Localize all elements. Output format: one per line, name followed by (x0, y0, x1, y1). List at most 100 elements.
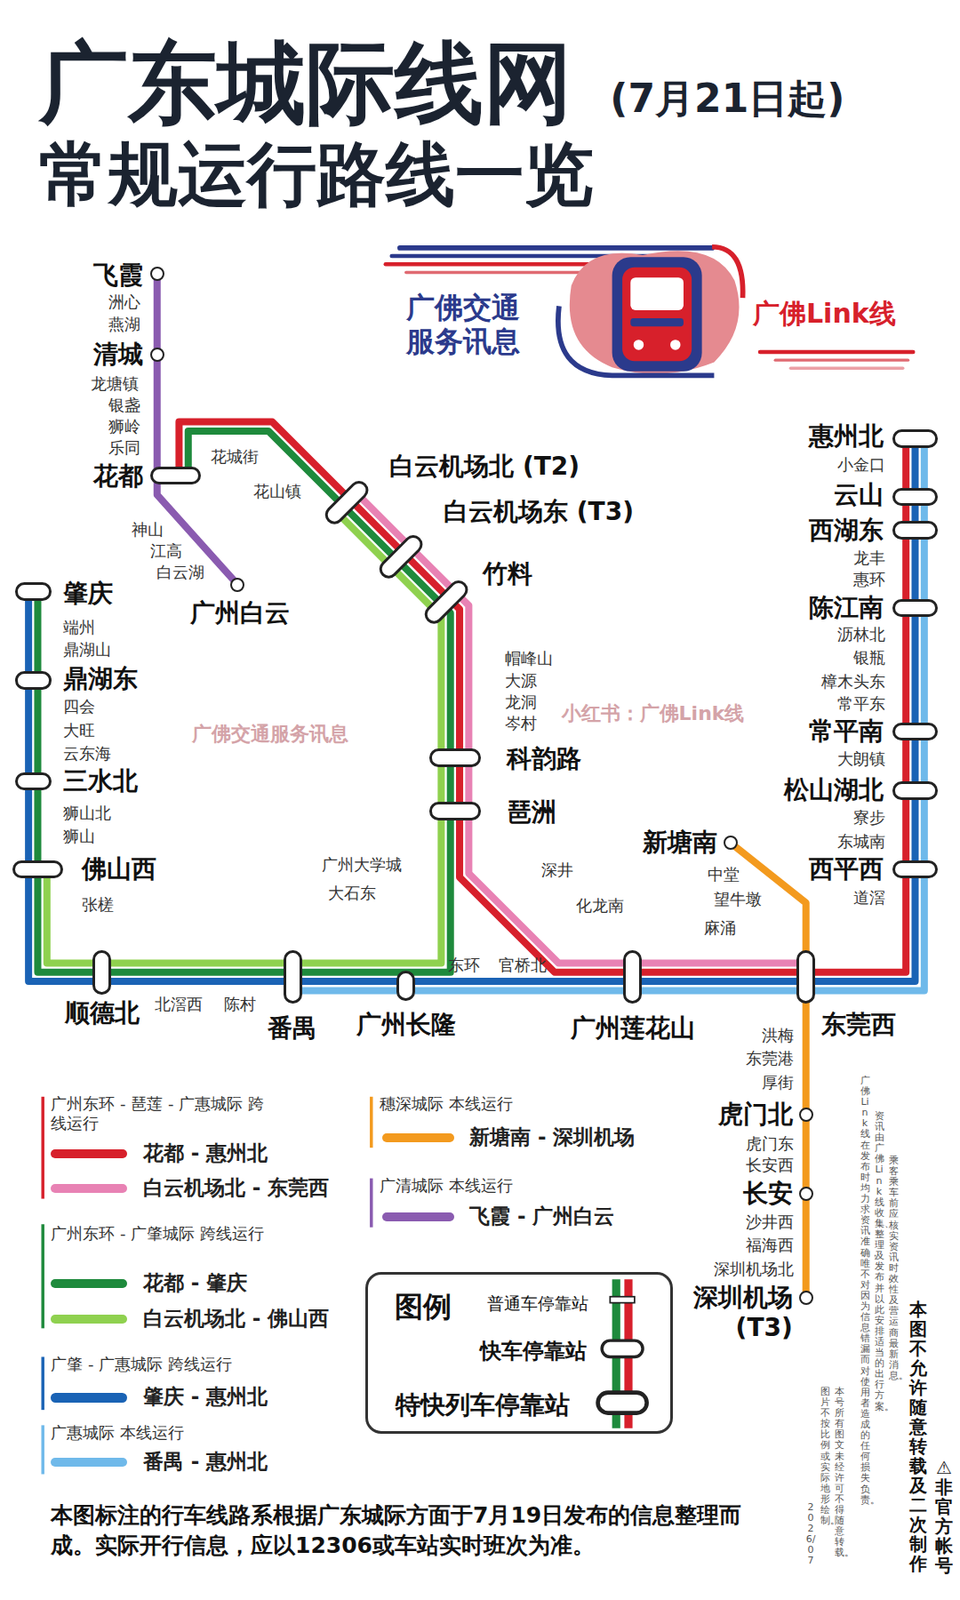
rail-track (292, 986, 406, 994)
station-pill (892, 722, 937, 742)
station-circle (150, 266, 165, 281)
legend-group-heading: 广清城际 本线运行 (379, 1176, 513, 1196)
rail-track (33, 680, 41, 783)
minor-station-name: 狮山北 (63, 803, 112, 824)
rail-track (157, 475, 239, 585)
legend-line-swatch (50, 1279, 128, 1288)
header-text: (7月21日起) (609, 75, 845, 123)
rail-track (102, 977, 294, 985)
minor-station-name: 江高 (150, 541, 183, 561)
rail-track (902, 530, 910, 608)
minor-station-name: 张槎 (81, 895, 114, 915)
rail-track (911, 790, 919, 869)
footnote-caption: 本图标注的行车线路系根据广东城际方面于7月19日发布的信息整理而成。实际开行信息… (50, 1500, 762, 1561)
rail-track (459, 810, 633, 972)
station-name: 广州莲花山 (570, 1013, 696, 1044)
interchange-pill-node: 广州长隆 (396, 970, 416, 1001)
header-text: 常规运行路线一览 (39, 134, 594, 218)
rail-track (24, 680, 32, 783)
station-name: 佛山西 (81, 854, 157, 885)
rail-track (632, 986, 807, 994)
minor-station-name: 龙丰 (853, 548, 886, 568)
legend-text: 番禺 - 惠州北 (143, 1449, 269, 1475)
minor-station-name: 东城南 (837, 832, 886, 852)
header-text: 广佛Link线 (752, 297, 896, 330)
station-name: 鼎湖东 (63, 664, 138, 696)
logo-train (558, 247, 744, 376)
map-title: 广东城际线网 (39, 30, 573, 137)
legend-group-heading: 穗深城际 本线运行 (379, 1094, 513, 1114)
legend-key-item: 普通车停靠站 (487, 1293, 589, 1314)
station-circle-node: 虎门北 (799, 1107, 814, 1122)
station-pill (429, 801, 480, 821)
rail-track (632, 959, 807, 967)
interchange-pill-node: 西湖东 (892, 520, 937, 540)
minor-station-name: 花城街 (210, 447, 259, 467)
watermark: 小红书：广佛Link线 (561, 702, 745, 726)
rail-line (178, 422, 350, 507)
minor-station-name: 银瓶 (853, 648, 886, 668)
interchange-pill-node: 东莞西 (796, 950, 816, 1004)
station-name: 顺德北 (64, 998, 140, 1029)
station-pill (283, 950, 303, 1004)
legend-line-swatch (50, 1314, 128, 1324)
station-name: 番禺 (267, 1013, 318, 1044)
rail-track (911, 530, 919, 608)
minor-station-name: 沥林北 (837, 624, 886, 645)
legend-key-item: 快车停靠站 (480, 1338, 587, 1365)
station-pill (150, 466, 201, 486)
legend-key-title: 图例 (394, 1289, 452, 1324)
station-name: 西平西 (808, 854, 884, 885)
rail-track (806, 869, 906, 973)
rail-track (730, 842, 807, 977)
rail-line (805, 1193, 807, 1298)
station-pill (396, 970, 416, 1001)
rail-line (730, 842, 807, 977)
legend-line-swatch (382, 1133, 454, 1143)
legend-line-swatch (50, 1457, 128, 1467)
minor-station-name: 长安西 (745, 1155, 794, 1176)
legend-text: 新塘南 - 深圳机场 (469, 1125, 636, 1151)
rail-track (102, 968, 294, 976)
station-pill (796, 950, 816, 1004)
rail-track (806, 869, 925, 992)
rail-track (902, 790, 910, 869)
interchange-pill-node: 番禺 (283, 950, 303, 1004)
station-circle (723, 835, 738, 850)
station-circle-node: 飞霞 (150, 266, 165, 281)
minor-station-name: 乐同 (108, 438, 141, 458)
rail-track (920, 530, 928, 608)
station-name: 琶洲 (506, 797, 557, 828)
rail-track (802, 1114, 810, 1193)
station-pill (15, 582, 52, 601)
rail-line (805, 1114, 807, 1193)
station-name: 科韵路 (506, 744, 582, 775)
disclaimer-column: 本图不允许随意转载及二次制作 (909, 1299, 928, 1574)
rail-line (28, 869, 103, 982)
rail-line (157, 475, 239, 585)
station-pill (892, 429, 937, 448)
disclaimer-column: ⚠非官方帐号 (935, 1457, 953, 1576)
minor-station-name: 龙洞 (504, 692, 537, 712)
rail-track (336, 512, 392, 568)
legend-line-swatch (50, 1149, 128, 1159)
minor-station-name: 端州 (63, 617, 96, 638)
legend-group-heading: 广惠城际 本线运行 (50, 1423, 184, 1443)
minor-station-name: 惠环 (853, 569, 886, 590)
minor-station-name: 帽峰山 (504, 649, 553, 670)
legend-key-item: 特快列车停靠站 (395, 1390, 570, 1421)
interchange-pill-node: 陈江南 (892, 599, 937, 618)
rail-line (292, 981, 406, 991)
disclaimer-column: 图片不按比例或实际地形绘制。 (820, 1386, 831, 1527)
minor-station-name: 白云湖 (156, 562, 205, 583)
header-text: 广佛交通 服务讯息 (406, 290, 531, 360)
rail-track (911, 608, 919, 732)
rail-line (156, 273, 158, 356)
station-circle-node: 深圳机场 (T3) (799, 1290, 814, 1305)
legend-group-heading: 广州东环 - 广肇城际 跨线运行 (50, 1224, 264, 1244)
station-name: 常平南 (808, 716, 884, 747)
rail-track (153, 354, 161, 475)
minor-station-name: 洲心 (108, 292, 141, 312)
rail-track (406, 977, 633, 985)
